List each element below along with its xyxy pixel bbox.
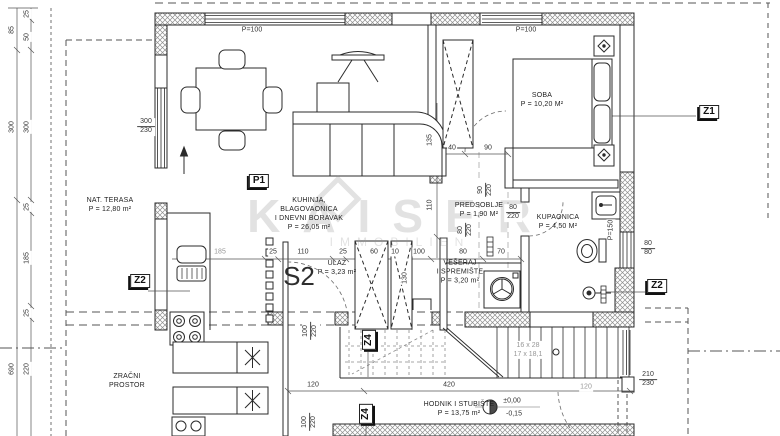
dim-420: 420 [442, 380, 456, 390]
nightstands [593, 35, 615, 167]
room-label-zracni-prostor: ZRAČNI PROSTOR [109, 372, 145, 389]
walls [154, 12, 635, 436]
dim-185-kitchen: 185 [213, 247, 227, 257]
dim-135: 135 [425, 133, 435, 147]
dining-table [180, 49, 283, 151]
washing-machine [483, 270, 521, 309]
dim-40: 40 [447, 143, 457, 153]
entry-closets [354, 240, 413, 330]
kitchen-counter-edge [167, 212, 211, 330]
window-bedroom [482, 15, 542, 23]
tv [331, 51, 385, 83]
dim-300-inner: 300 [22, 120, 32, 134]
window-living [205, 15, 345, 23]
lower-unit-counters [171, 341, 269, 436]
dim-120-left: 120 [306, 380, 320, 390]
watermark-logo [314, 175, 362, 223]
dim-25-h2: 25 [338, 247, 348, 257]
tag-z4-top: Z4 [362, 330, 376, 350]
bath-sink [591, 191, 621, 220]
stove [169, 311, 205, 346]
tag-z2-left: Z2 [130, 274, 150, 288]
bed [512, 58, 613, 149]
radiators [486, 236, 607, 304]
toilet [576, 238, 607, 263]
window-label-bedroom: P=100 [514, 25, 538, 35]
level-lower: -0,15 [506, 410, 522, 418]
room-label-soba: SOBA P = 10,20 M² [520, 91, 564, 108]
door-jamb [412, 298, 432, 310]
staircase [332, 327, 635, 436]
dim-120-right: 120 [579, 382, 593, 392]
level-upper: ±0,00 [503, 397, 521, 405]
dim-690: 690 [7, 362, 17, 376]
dim-130: 130 [400, 271, 410, 285]
room-label-terasa: NAT. TERASA P = 12,80 m² [86, 196, 134, 213]
tag-p1: P1 [248, 174, 270, 188]
dim-25-h1: 25 [268, 247, 278, 257]
dim-185-left: 185 [22, 251, 32, 265]
window-label-bathroom: P=150 [606, 218, 616, 242]
window-label-living: P=100 [240, 25, 264, 35]
tag-z4-bottom: Z4 [359, 404, 373, 424]
dim-110-v: 110 [425, 198, 435, 212]
dim-70: 70 [496, 247, 506, 257]
room-label-hodnik: HODNIK I STUBIŠTE P = 13,75 m² [423, 400, 495, 417]
room-label-predsoblje: PREDSOBLJE P = 1,90 M² [454, 201, 504, 218]
dim-50: 50 [22, 32, 32, 42]
room-label-kupaonica: KUPAONICA P = 4,50 M² [536, 213, 580, 230]
sofa [292, 111, 447, 177]
window-staircase [622, 330, 631, 375]
wardrobe [442, 39, 474, 149]
dim-25-c: 25 [22, 308, 32, 318]
dim-110-h: 110 [296, 247, 310, 257]
dim-90: 90 [483, 143, 493, 153]
window-bathroom [622, 232, 632, 268]
dim-25-b: 25 [22, 202, 32, 212]
stairs-note: 16 x 28 17 x 18,1 [512, 340, 544, 360]
dim-25-a: 25 [22, 9, 32, 19]
dim-300-outer: 300 [7, 120, 17, 134]
room-label-ulaz: ULAZ P = 3,23 m² [317, 259, 357, 276]
level-marker-icon [482, 399, 498, 415]
room-label-living: KUHINJA, BLAGOVAONICA I DNEVNI BORAVAK P… [274, 196, 344, 232]
room-label-veseraj: VEŠERAJ I SPREMIŠTE P = 3,20 m² [436, 259, 484, 285]
dim-80: 80 [458, 247, 468, 257]
entrance-arrow-icon [179, 145, 189, 174]
unit-label: S2 [283, 261, 315, 292]
tag-z2-right: Z2 [647, 279, 667, 293]
dim-60: 60 [369, 247, 379, 257]
dim-10: 10 [390, 247, 400, 257]
furniture [169, 35, 621, 436]
dim-220: 220 [22, 362, 32, 376]
window-terrace [157, 88, 165, 168]
dim-100: 100 [412, 247, 426, 257]
tag-z1: Z1 [699, 105, 719, 119]
kitchen-sink [176, 245, 207, 282]
dim-85: 85 [7, 25, 17, 35]
floor-drain [582, 286, 611, 300]
